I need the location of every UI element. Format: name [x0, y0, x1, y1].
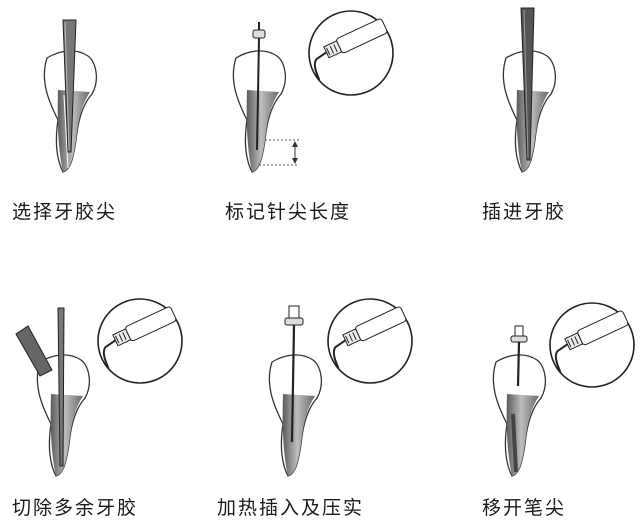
- plugger-tip: [516, 341, 521, 387]
- tooth-illustration: [492, 302, 635, 477]
- step-heat-insert-compact: 加热插入及压实: [213, 264, 426, 528]
- step-insert-gutta-percha: 插进牙胶: [426, 0, 639, 264]
- step-label: 插进牙胶: [482, 201, 567, 223]
- step-label: 切除多余牙胶: [12, 497, 139, 519]
- tooth-illustration: [502, 7, 557, 173]
- step-remove-pen-tip: 移开笔尖: [426, 264, 639, 528]
- magnified-plugger: [313, 18, 388, 81]
- gutta-percha-cone: [520, 7, 535, 161]
- step-label: 加热插入及压实: [217, 497, 365, 519]
- step-mark-tip-length: 标记针尖长度: [213, 0, 426, 264]
- step-label: 标记针尖长度: [225, 201, 352, 223]
- magnified-plugger: [332, 306, 407, 369]
- rubber-stop: [510, 335, 528, 343]
- rubber-stop: [252, 29, 266, 39]
- step-cut-excess-gutta-percha: 切除多余牙胶: [0, 264, 213, 528]
- step-select-gutta-percha: 选择牙胶尖: [0, 0, 213, 264]
- tooth-illustration: [43, 19, 98, 173]
- plugger-tip: [256, 37, 260, 151]
- heated-cutter: [15, 325, 53, 377]
- magnified-plugger: [102, 306, 177, 369]
- tooth-illustration: [15, 298, 183, 477]
- step-label: 选择牙胶尖: [12, 201, 118, 223]
- step-label: 移开笔尖: [482, 497, 567, 519]
- magnified-plugger: [554, 310, 629, 373]
- tooth-illustration: [268, 298, 413, 477]
- gutta-percha-cone: [57, 307, 65, 467]
- tooth-illustration: [232, 10, 394, 173]
- rubber-stop: [284, 317, 304, 326]
- plugger-tip: [290, 324, 296, 443]
